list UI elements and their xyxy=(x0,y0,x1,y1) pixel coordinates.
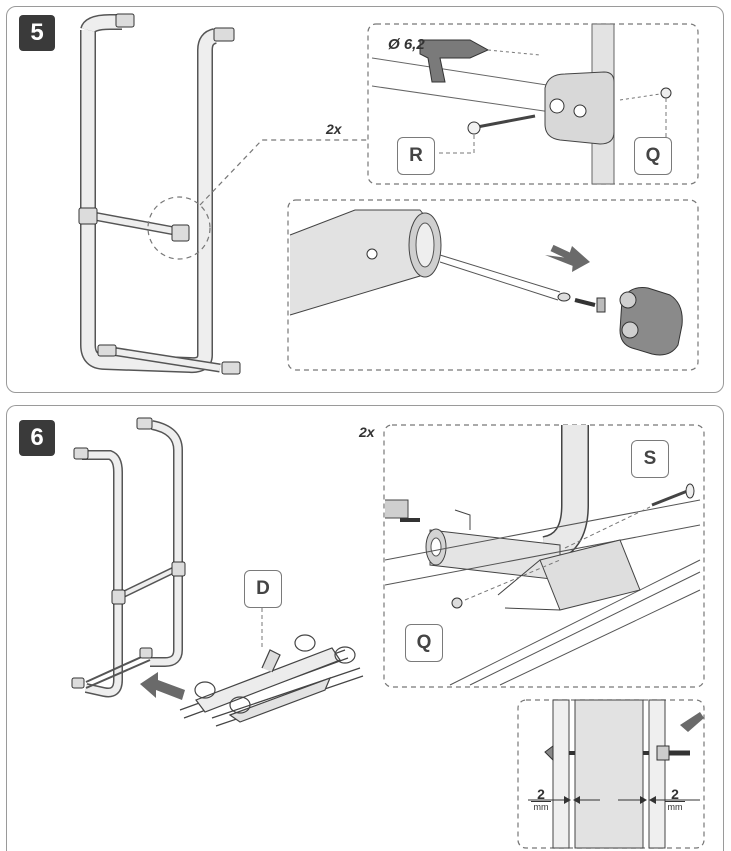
step-6-badge: 6 xyxy=(19,420,55,456)
step-5-badge: 5 xyxy=(19,15,55,51)
part-label-d: D xyxy=(244,570,282,608)
magnifier-callout xyxy=(147,139,368,260)
ladder-step6 xyxy=(82,420,183,698)
ladder-clamps-step6 xyxy=(71,417,186,689)
ladder-step5 xyxy=(80,13,221,374)
insert-arrow xyxy=(140,672,185,700)
gap-left-unit: mm xyxy=(531,801,551,813)
part-label-s: S xyxy=(631,440,669,478)
part-label-q-step5: Q xyxy=(634,137,672,175)
gap-right-unit: mm xyxy=(665,801,685,813)
cap-detail xyxy=(289,209,683,356)
gap-left-value: 2 xyxy=(537,786,545,802)
detail-box-drill xyxy=(367,23,699,185)
drill-detail xyxy=(371,23,672,185)
gap-left-dimension: 2 mm xyxy=(531,787,551,813)
ladder-clamps-step5 xyxy=(78,13,241,375)
detail-box-cap xyxy=(287,199,699,371)
bike-carrier-d xyxy=(179,634,364,727)
step-5-multiplier: 2x xyxy=(326,121,342,137)
gap-right-dimension: 2 mm xyxy=(665,787,685,813)
part-label-r: R xyxy=(397,137,435,175)
gap-right-value: 2 xyxy=(671,786,679,802)
part-label-q-step6: Q xyxy=(405,624,443,662)
step-6-multiplier: 2x xyxy=(359,424,375,440)
drill-size-label: Ø 6,2 xyxy=(388,36,425,53)
gap-detail xyxy=(528,699,704,849)
bolt-detail xyxy=(384,425,701,686)
